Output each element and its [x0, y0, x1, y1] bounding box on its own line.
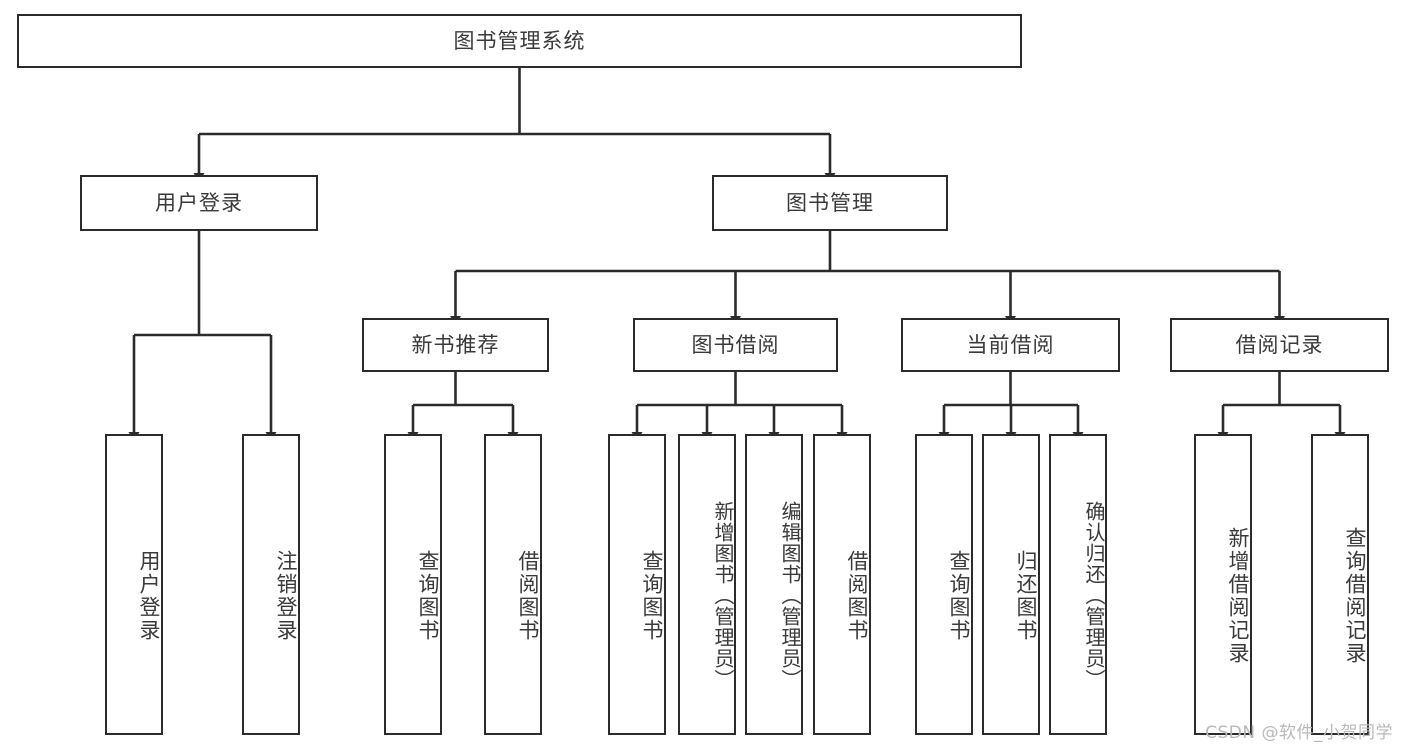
node-new-book-rec[interactable]: 新书推荐	[362, 318, 549, 372]
node-label: 归还图书	[1014, 549, 1038, 642]
node-label: 注销登录	[274, 549, 298, 642]
node-user-login[interactable]: 用户登录	[80, 175, 318, 231]
node-leaf-logout[interactable]: 注销登录	[242, 434, 300, 735]
node-book-manage[interactable]: 图书管理	[712, 175, 948, 231]
node-label: 当前借阅	[966, 332, 1055, 357]
node-leaf-query-book-3[interactable]: 查询图书	[915, 434, 973, 735]
node-label: 新书推荐	[411, 332, 500, 357]
node-label: 查询图书	[947, 549, 971, 642]
node-label: 用户登录	[137, 549, 161, 642]
node-leaf-borrow-book-2[interactable]: 借阅图书	[813, 434, 871, 735]
node-leaf-query-record[interactable]: 查询借阅记录	[1311, 434, 1369, 735]
node-leaf-query-book-2[interactable]: 查询图书	[608, 434, 666, 735]
node-label: 借阅记录	[1235, 332, 1324, 357]
node-label: 用户登录	[155, 190, 243, 215]
node-label: 借阅图书	[845, 549, 869, 642]
connector-lines	[128, 68, 1346, 441]
node-leaf-user-login[interactable]: 用户登录	[105, 434, 163, 735]
watermark-label: CSDN @软件_小贺同学	[1205, 723, 1393, 743]
node-leaf-return-book[interactable]: 归还图书	[982, 434, 1040, 735]
node-book-borrow[interactable]: 图书借阅	[633, 318, 838, 372]
node-label: 借阅图书	[516, 549, 540, 642]
node-label: 查询借阅记录	[1343, 526, 1367, 665]
node-label: 图书管理系统	[453, 28, 586, 53]
node-leaf-borrow-book-1[interactable]: 借阅图书	[484, 434, 542, 735]
node-borrow-record[interactable]: 借阅记录	[1170, 318, 1389, 372]
node-leaf-add-record[interactable]: 新增借阅记录	[1194, 434, 1252, 735]
node-leaf-confirm-return[interactable]: 确认归还（管理员）	[1049, 434, 1107, 735]
node-label: 新增图书（管理员）	[711, 501, 735, 690]
node-label: 图书借阅	[691, 332, 780, 357]
node-label: 查询图书	[640, 549, 664, 642]
node-label: 查询图书	[416, 549, 440, 642]
node-leaf-query-book-1[interactable]: 查询图书	[384, 434, 442, 735]
node-label: 图书管理	[786, 190, 874, 215]
node-leaf-add-book[interactable]: 新增图书（管理员）	[678, 434, 736, 735]
node-current-borrow[interactable]: 当前借阅	[901, 318, 1120, 372]
node-label: 新增借阅记录	[1226, 526, 1250, 665]
node-leaf-edit-book[interactable]: 编辑图书（管理员）	[745, 434, 803, 735]
node-root[interactable]: 图书管理系统	[17, 14, 1022, 68]
node-label: 编辑图书（管理员）	[778, 501, 802, 690]
node-label: 确认归还（管理员）	[1082, 501, 1106, 690]
